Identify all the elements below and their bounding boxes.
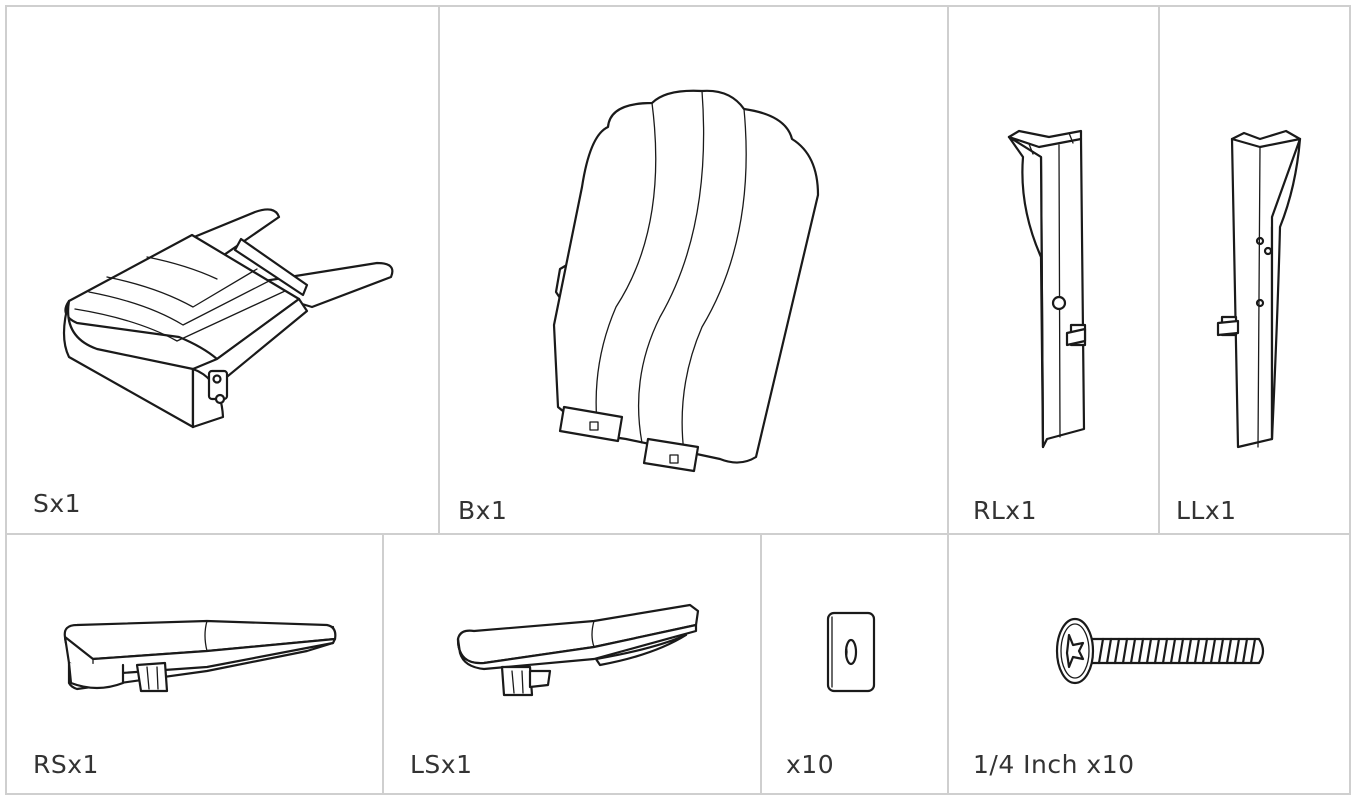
- part-label: RSx1: [33, 750, 99, 779]
- left-armrest-part-icon: [456, 603, 700, 697]
- seat-part-cell: Sx1: [7, 7, 438, 533]
- col-divider: [760, 533, 762, 795]
- part-label: Sx1: [33, 489, 82, 518]
- bolt-icon: [1055, 617, 1265, 685]
- part-label: x10: [786, 750, 835, 779]
- seat-part-icon: [62, 208, 394, 429]
- col-divider: [438, 5, 440, 534]
- col-divider: [947, 5, 949, 795]
- backrest-part-icon: [552, 89, 820, 473]
- backrest-part-cell: Bx1: [440, 7, 947, 533]
- bolt-part-cell: 1/4 Inch x10: [949, 535, 1350, 795]
- row-divider: [5, 533, 1351, 535]
- left-leg-part-icon: [1216, 129, 1302, 449]
- part-label: LSx1: [410, 750, 473, 779]
- part-label: LLx1: [1176, 496, 1237, 525]
- right-leg-part-cell: RLx1: [949, 7, 1158, 533]
- right-armrest-part-cell: RSx1: [7, 535, 382, 795]
- square-nut-icon: [826, 611, 876, 693]
- col-divider: [1158, 5, 1160, 534]
- part-label: Bx1: [458, 496, 508, 525]
- part-label: RLx1: [973, 496, 1037, 525]
- parts-list-sheet: [5, 5, 1351, 795]
- left-armrest-part-cell: LSx1: [384, 535, 760, 795]
- right-leg-part-icon: [1007, 129, 1087, 449]
- part-label: 1/4 Inch x10: [973, 750, 1135, 779]
- right-armrest-part-icon: [63, 619, 337, 693]
- col-divider: [382, 533, 384, 795]
- square-nut-part-cell: x10: [762, 535, 947, 795]
- left-leg-part-cell: LLx1: [1160, 7, 1350, 533]
